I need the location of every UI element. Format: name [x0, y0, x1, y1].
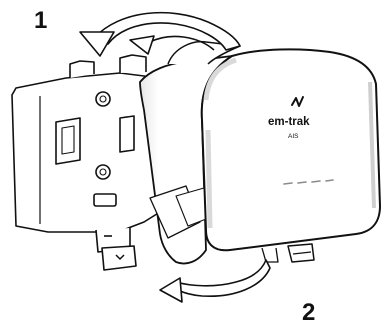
mounting-bracket	[12, 55, 160, 270]
step-1-label: 1	[34, 7, 47, 34]
release-arrow-icon	[160, 260, 270, 302]
model-name: AIS	[288, 133, 299, 140]
step-2-label: 2	[302, 299, 315, 326]
brand-name: em-trak	[268, 116, 310, 128]
ais-device	[140, 42, 380, 264]
